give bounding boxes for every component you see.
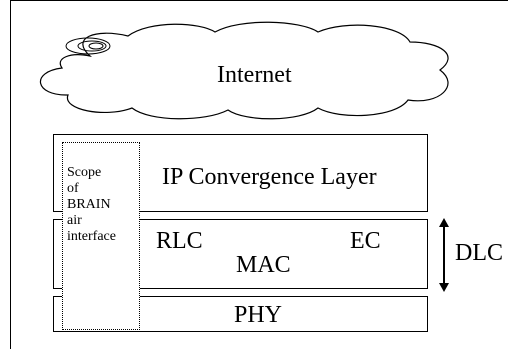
dlc-label: DLC xyxy=(455,240,503,266)
dlc-double-arrow xyxy=(439,218,449,292)
rlc-label: RLC xyxy=(156,228,203,254)
cloud-swirl-inner xyxy=(88,42,104,50)
phy-label: PHY xyxy=(234,302,283,328)
ip-convergence-layer-label: IP Convergence Layer xyxy=(162,164,377,190)
diagram-frame xyxy=(10,0,508,349)
cloud-outline xyxy=(40,21,449,120)
brain-scope-label: Scope of BRAIN air interface xyxy=(67,165,116,244)
cloud-swirl-middle xyxy=(77,40,107,52)
mac-label: MAC xyxy=(236,252,291,278)
ec-label: EC xyxy=(350,228,381,254)
internet-label: Internet xyxy=(217,62,292,88)
internet-cloud xyxy=(40,21,449,120)
brain-scope-box xyxy=(62,142,140,330)
cloud-swirl-outer xyxy=(65,37,111,55)
